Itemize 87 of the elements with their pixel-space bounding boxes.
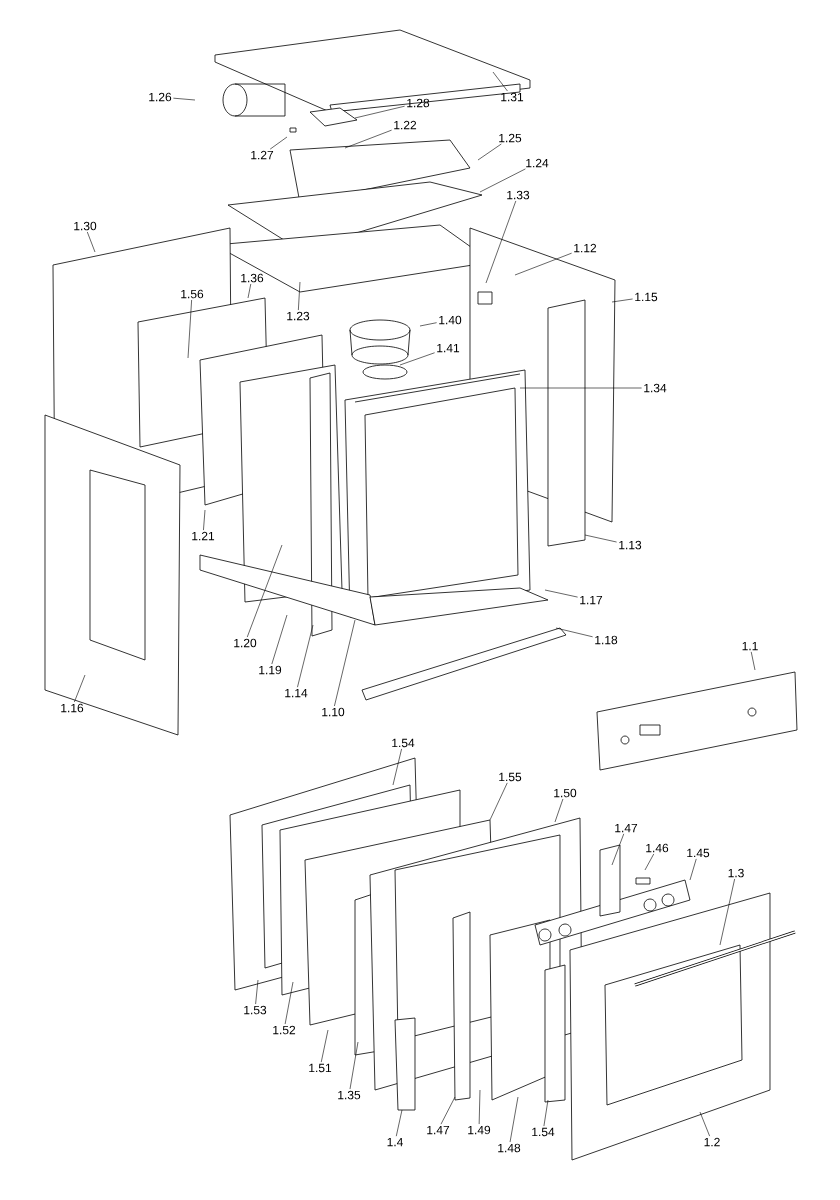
callout-number: 1.41: [437, 343, 460, 353]
callout-number: 1.35: [338, 1090, 361, 1100]
leader-line: [354, 105, 405, 119]
leader-line: [334, 619, 356, 707]
callout-number: 1.33: [507, 190, 530, 200]
callout-number: 1.51: [309, 1063, 332, 1073]
leader-line: [440, 1096, 456, 1125]
leader-line: [719, 878, 735, 946]
leader-line: [297, 624, 314, 688]
leader-line: [203, 509, 206, 531]
leader-line: [554, 798, 564, 823]
leader-line: [349, 1041, 359, 1090]
leader-line: [173, 97, 196, 101]
callout-number: 1.45: [687, 848, 710, 858]
leader-line: [187, 299, 192, 359]
leader-line: [271, 614, 288, 665]
callout-number: 1.16: [61, 703, 84, 713]
callout-number: 1.20: [234, 638, 257, 648]
leader-line: [509, 1096, 519, 1143]
callout-number: 1.31: [501, 92, 524, 102]
callout-number: 1.18: [595, 635, 618, 645]
callout-number: 1.50: [554, 788, 577, 798]
leader-line: [344, 129, 392, 149]
callout-number: 1.47: [427, 1125, 450, 1135]
leader-line: [87, 231, 96, 253]
callout-number: 1.24: [526, 158, 549, 168]
callout-number: 1.36: [241, 273, 264, 283]
leader-line: [750, 651, 756, 671]
leader-line: [477, 143, 502, 161]
leader-line: [478, 1089, 481, 1125]
leader-line: [644, 853, 655, 871]
leader-line: [284, 981, 294, 1025]
callout-number: 1.54: [532, 1127, 555, 1137]
leader-line: [485, 200, 517, 284]
callout-number: 1.53: [244, 1005, 267, 1015]
callout-number: 1.14: [285, 688, 308, 698]
leader-line: [298, 281, 301, 311]
callout-number: 1.46: [646, 843, 669, 853]
callout-number: 1.10: [322, 707, 345, 717]
leader-line: [74, 674, 86, 703]
callout-number: 1.52: [273, 1025, 296, 1035]
leader-line: [611, 298, 633, 303]
callout-number: 1.15: [635, 292, 658, 302]
leader-line: [255, 979, 259, 1005]
callout-number: 1.28: [407, 98, 430, 108]
leader-line: [543, 1099, 549, 1127]
leader-line: [492, 71, 508, 92]
leader-line: [399, 352, 435, 366]
leader-line: [395, 1109, 403, 1137]
callout-number: 1.30: [74, 221, 97, 231]
callout-number: 1.22: [394, 120, 417, 130]
callout-number: 1.3: [728, 868, 744, 878]
leader-line: [689, 858, 697, 881]
leader-line: [584, 534, 617, 543]
callout-number: 1.17: [580, 595, 603, 605]
callout-number: 1.21: [192, 531, 215, 541]
callout-number: 1.40: [439, 315, 462, 325]
callout-number: 1.25: [499, 133, 522, 143]
leader-line: [269, 136, 288, 150]
leader-line: [246, 544, 283, 638]
callout-number: 1.27: [251, 150, 274, 160]
callout-number: 1.54: [392, 738, 415, 748]
callout-number: 1.1: [742, 641, 758, 651]
leader-line: [699, 1111, 710, 1137]
leader-line: [514, 252, 572, 276]
leader-line: [489, 782, 508, 821]
callout-number: 1.23: [287, 311, 310, 321]
callout-number: 1.55: [499, 772, 522, 782]
leader-line: [555, 627, 593, 638]
callout-number: 1.26: [149, 92, 172, 102]
callout-number: 1.49: [468, 1125, 491, 1135]
leader-line: [392, 748, 402, 786]
callout-number: 1.4: [387, 1137, 403, 1147]
leader-line: [544, 589, 578, 598]
callout-number: 1.13: [619, 540, 642, 550]
callout-number: 1.19: [259, 665, 282, 675]
leader-line: [320, 1029, 329, 1063]
leader-line: [519, 387, 642, 389]
callout-number: 1.34: [644, 383, 667, 393]
callout-number: 1.12: [574, 243, 597, 253]
leader-line: [419, 322, 437, 327]
callout-number: 1.2: [704, 1137, 720, 1147]
leader-line: [247, 283, 252, 299]
callout-number: 1.48: [498, 1143, 521, 1153]
leader-line: [479, 168, 526, 193]
callout-number: 1.56: [181, 289, 204, 299]
callout-number: 1.47: [615, 823, 638, 833]
